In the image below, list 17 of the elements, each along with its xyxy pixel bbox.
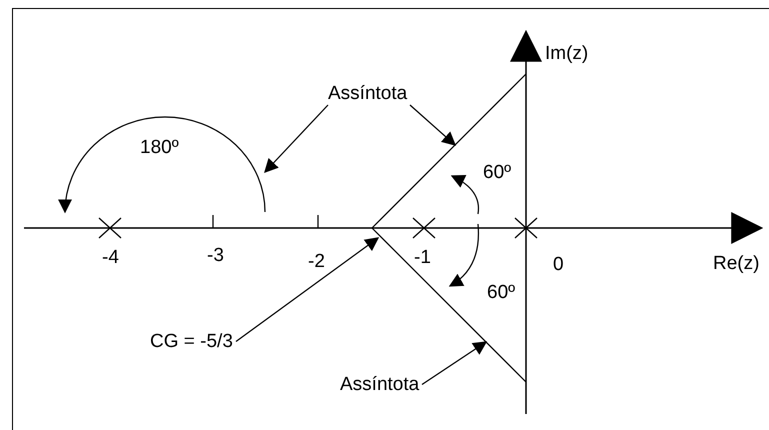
angle-label: 180º — [140, 138, 179, 157]
leader-line — [264, 104, 328, 174]
tick-label: -2 — [308, 252, 325, 271]
tick-label: -3 — [207, 246, 224, 265]
centroid-formula: CG = -5/3 — [150, 332, 233, 351]
leader-line — [422, 341, 488, 385]
tick-label: -4 — [102, 248, 119, 267]
angle-label: 60º — [487, 283, 516, 302]
callout-text: Assíntota — [328, 84, 408, 103]
callout-text: Assíntota — [340, 375, 420, 394]
angle-label: 60º — [483, 163, 512, 182]
leader-line — [236, 237, 380, 342]
leader-line — [410, 104, 456, 146]
axis-label: Im(z) — [545, 44, 588, 63]
tick-label: -1 — [414, 248, 431, 267]
axis-label: Re(z) — [713, 254, 760, 273]
tick-label: 0 — [553, 255, 564, 274]
